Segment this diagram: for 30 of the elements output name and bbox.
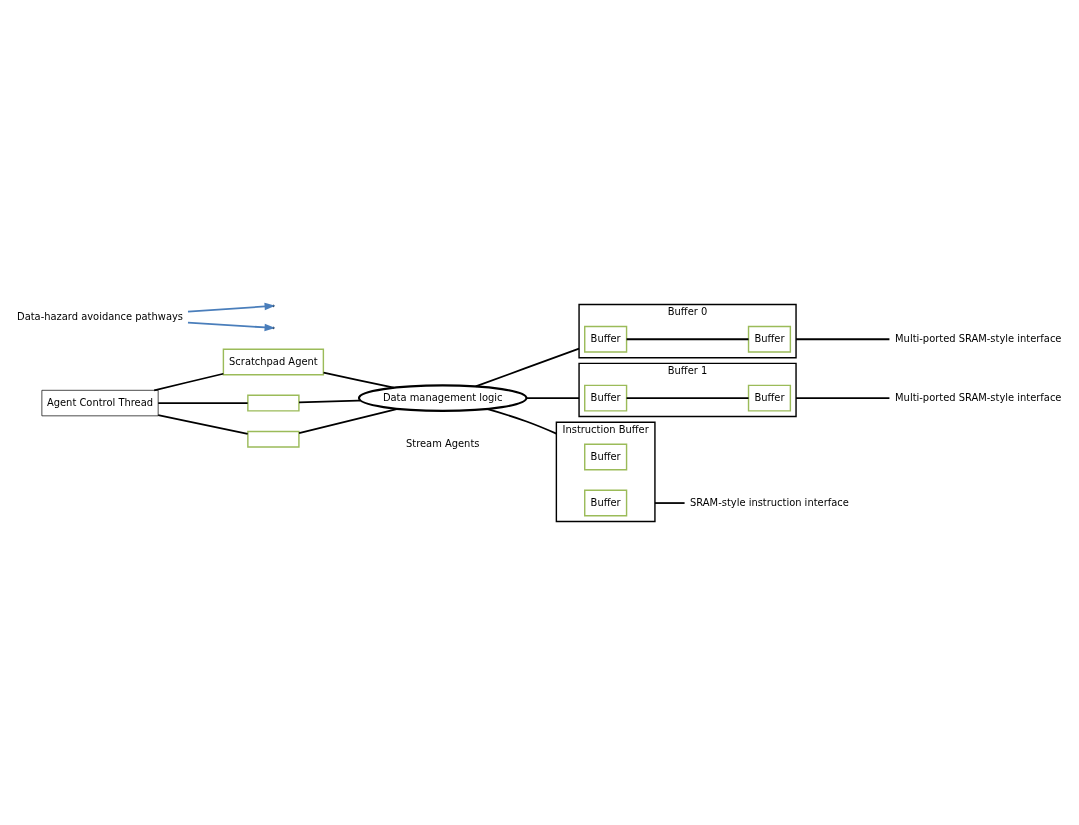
node-box: Buffer xyxy=(584,443,628,470)
node-text: Multi-ported SRAM-style interface xyxy=(895,332,1062,344)
node-box xyxy=(247,430,300,448)
connector xyxy=(625,396,750,399)
connector xyxy=(298,407,399,434)
node-text: SRAM-style instruction interface xyxy=(690,496,849,508)
node-ellipse: Data management logic xyxy=(357,383,528,412)
node-box xyxy=(247,394,300,412)
connector xyxy=(474,347,580,387)
node-box: Buffer xyxy=(584,384,628,412)
connector xyxy=(157,401,249,404)
node-text: Data-hazard avoidance pathways xyxy=(17,310,183,322)
node-box: Buffer xyxy=(584,489,628,517)
connector xyxy=(322,371,395,389)
connector xyxy=(153,372,225,391)
label: Stream Agents xyxy=(405,437,480,449)
node-box: Buffer xyxy=(584,325,628,353)
node-text: Multi-ported SRAM-style interface xyxy=(895,391,1062,403)
connector xyxy=(485,407,558,434)
node-box: Buffer xyxy=(747,325,792,353)
connector xyxy=(625,337,750,340)
connector xyxy=(795,396,891,399)
node-box: Agent Control Thread xyxy=(41,389,159,416)
connector xyxy=(795,337,891,340)
connector xyxy=(654,501,686,504)
connector xyxy=(298,399,362,403)
node-box: Buffer xyxy=(747,384,792,412)
node-box: Scratchpad Agent xyxy=(222,347,325,375)
connector xyxy=(157,413,249,435)
connector xyxy=(525,396,580,399)
